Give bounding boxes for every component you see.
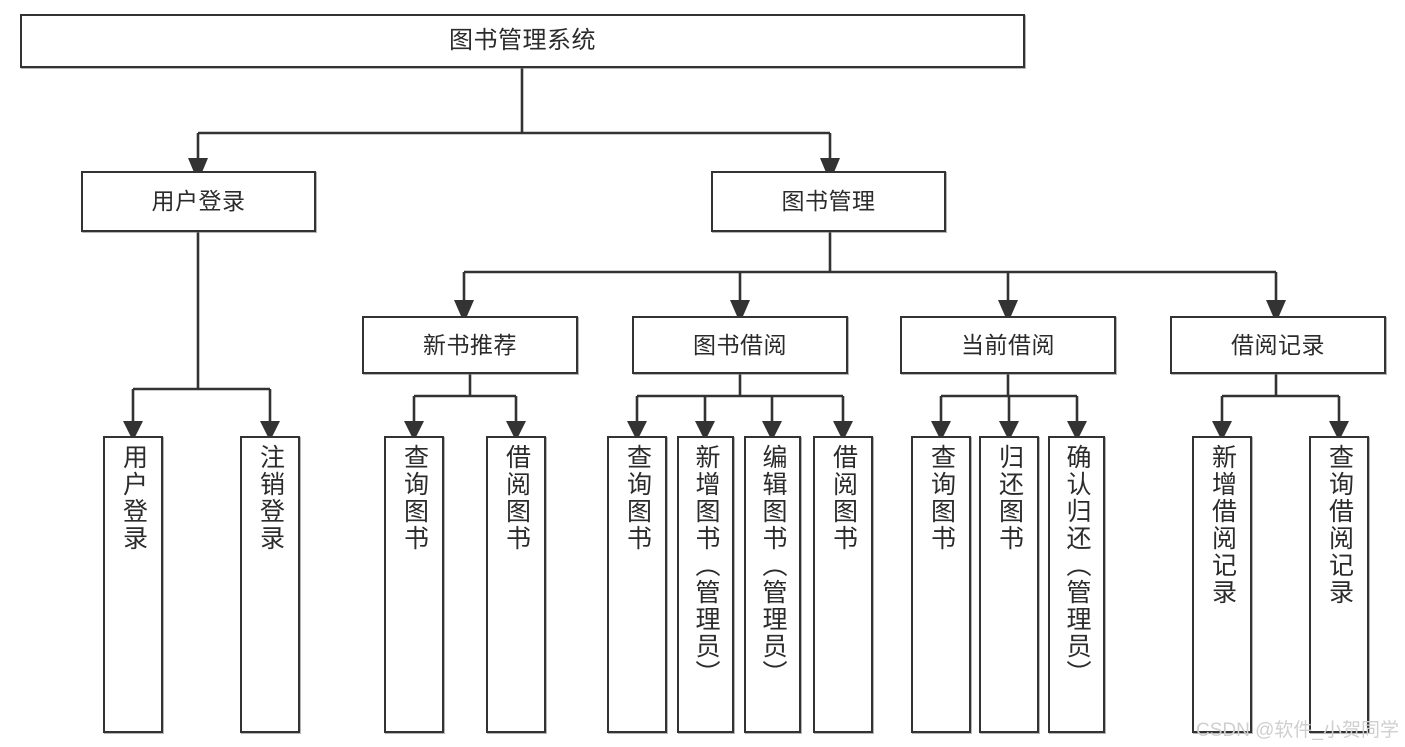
node-leaf-query-book-2[interactable]: 查询图书 xyxy=(607,436,667,733)
node-leaf-user-login[interactable]: 用户登录 xyxy=(103,436,163,733)
node-leaf-edit-book[interactable]: 编辑图书（管理员） xyxy=(744,436,801,733)
node-label: 注销登录 xyxy=(256,444,285,552)
node-label: 查询图书 xyxy=(623,444,652,552)
node-leaf-add-record[interactable]: 新增借阅记录 xyxy=(1192,436,1252,733)
node-user-login[interactable]: 用户登录 xyxy=(81,171,316,232)
csdn-watermark: CSDN @软件_小贺同学 xyxy=(1196,720,1399,741)
node-label: 图书管理 xyxy=(781,188,876,215)
node-borrow-record[interactable]: 借阅记录 xyxy=(1170,316,1386,374)
node-label: 图书管理系统 xyxy=(449,27,596,55)
node-label: 确认归还（管理员） xyxy=(1063,444,1091,687)
node-label: 归还图书 xyxy=(995,444,1024,552)
node-label: 新书推荐 xyxy=(423,331,517,358)
node-label: 当前借阅 xyxy=(961,331,1055,358)
node-label: 查询图书 xyxy=(927,444,956,552)
node-leaf-query-book-3[interactable]: 查询图书 xyxy=(911,436,971,733)
node-label: 用户登录 xyxy=(151,188,246,215)
node-label: 借阅图书 xyxy=(829,444,858,552)
node-book-borrow[interactable]: 图书借阅 xyxy=(632,316,848,374)
node-leaf-query-record[interactable]: 查询借阅记录 xyxy=(1309,436,1369,733)
node-new-book-recommend[interactable]: 新书推荐 xyxy=(362,316,578,374)
node-book-management[interactable]: 图书管理 xyxy=(711,171,946,232)
node-label: 新增借阅记录 xyxy=(1208,444,1237,606)
node-leaf-query-book-1[interactable]: 查询图书 xyxy=(384,436,444,733)
node-leaf-logout[interactable]: 注销登录 xyxy=(240,436,300,733)
node-leaf-borrow-book-1[interactable]: 借阅图书 xyxy=(486,436,546,733)
node-leaf-borrow-book-2[interactable]: 借阅图书 xyxy=(813,436,873,733)
node-leaf-add-book[interactable]: 新增图书（管理员） xyxy=(677,436,734,733)
node-current-borrow[interactable]: 当前借阅 xyxy=(900,316,1116,374)
node-label: 图书借阅 xyxy=(693,331,787,358)
node-label: 新增图书（管理员） xyxy=(692,444,720,687)
node-label: 查询借阅记录 xyxy=(1325,444,1354,606)
node-label: 借阅图书 xyxy=(502,444,531,552)
node-leaf-confirm-return[interactable]: 确认归还（管理员） xyxy=(1048,436,1105,733)
node-label: 编辑图书（管理员） xyxy=(759,444,787,687)
node-label: 借阅记录 xyxy=(1231,331,1325,358)
node-label: 用户登录 xyxy=(119,444,148,552)
node-root-system[interactable]: 图书管理系统 xyxy=(20,14,1025,68)
node-label: 查询图书 xyxy=(400,444,429,552)
node-leaf-return-book[interactable]: 归还图书 xyxy=(979,436,1039,733)
